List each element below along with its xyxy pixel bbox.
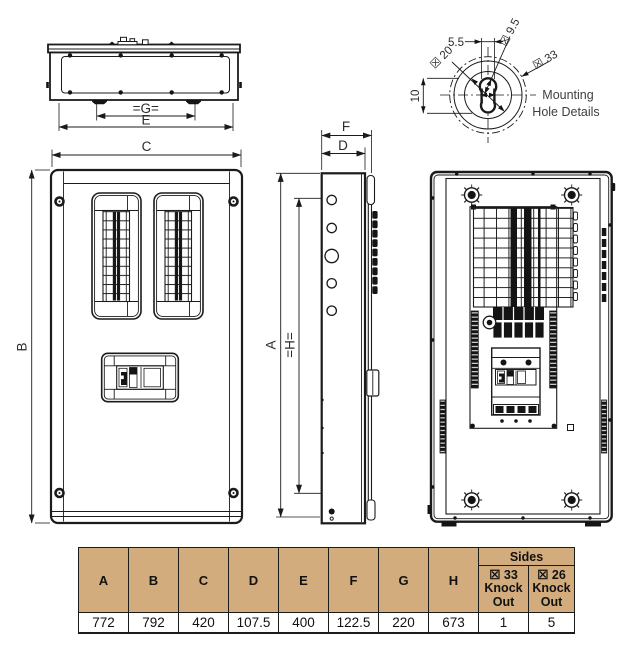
front-view-dimensions [28, 149, 242, 524]
knockout-26-header: ☒ 26 Knock Out [528, 565, 575, 613]
side-knockout-holes [324, 194, 340, 317]
front-view [49, 168, 244, 525]
busbar-lugs [482, 307, 545, 339]
circle-20 [464, 71, 512, 119]
side-view [320, 172, 380, 525]
value-knockout-33: 1 [478, 612, 529, 634]
dim-label-b: B [15, 342, 30, 351]
dim-label-e: E [141, 113, 150, 128]
dim-label-g: =G= [133, 101, 159, 116]
value-b: 792 [128, 612, 179, 634]
dimension-table: A B C D E F G H Sides ☒ 33 Knock Out ☒ 2… [78, 547, 575, 634]
col-header-b: B [128, 547, 179, 613]
breaker-window-left [91, 192, 142, 320]
top-view-bumps [46, 36, 242, 88]
breaker-window-right [153, 192, 204, 320]
dim-label-h: =H= [283, 332, 298, 358]
side-louvers [372, 211, 378, 294]
dim-label-f: F [342, 119, 350, 134]
sides-header: Sides [478, 547, 575, 566]
din-rail-left [439, 399, 446, 454]
mounting-caption-line2: Hole Details [532, 105, 599, 119]
value-e: 400 [278, 612, 329, 634]
col-header-f: F [328, 547, 379, 613]
col-header-e: E [278, 547, 329, 613]
col-header-c: C [178, 547, 229, 613]
mounting-hole-top-left [460, 183, 483, 207]
terminal-strip-right [549, 310, 558, 389]
knockout-33-header: ☒ 33 Knock Out [478, 565, 529, 613]
branch-breaker-array [472, 206, 578, 308]
value-c: 420 [178, 612, 229, 634]
dim-label-c: C [142, 139, 152, 154]
mounting-hole-detail [421, 36, 549, 143]
dim-label-d: D [338, 138, 348, 153]
terminal-strip-left [470, 310, 479, 389]
side-view-dimensions [276, 130, 372, 518]
dim-label-5-5: 5.5 [448, 37, 464, 49]
top-view-screws [67, 53, 224, 95]
top-view-dimensions [58, 103, 234, 131]
top-view [46, 36, 242, 105]
front-view-screws [54, 196, 239, 499]
value-g: 220 [378, 612, 429, 634]
dim-label-10: 10 [410, 90, 422, 103]
mounting-caption-line1: Mounting [542, 88, 593, 102]
knockout-circle-33 [449, 56, 527, 134]
dim-label-9-5: ☒ 9.5 [498, 17, 522, 49]
mounting-hole-bottom-right [560, 488, 583, 512]
mounting-hole-top-right [560, 183, 583, 207]
col-header-d: D [228, 547, 279, 613]
col-header-a: A [78, 547, 129, 613]
internal-view [427, 170, 616, 527]
internal-edge-screws [431, 172, 612, 520]
col-header-g: G [378, 547, 429, 613]
dim-label-33: ☒ 33 [531, 49, 560, 73]
value-f: 122.5 [328, 612, 379, 634]
value-a: 772 [78, 612, 129, 634]
value-knockout-26: 5 [528, 612, 575, 634]
din-rail-right [601, 399, 608, 454]
top-view-feet [92, 100, 201, 105]
dim-label-a: A [264, 340, 279, 349]
mounting-hole-bottom-left [460, 488, 483, 512]
main-breaker-window [100, 352, 180, 403]
main-breaker [491, 347, 541, 423]
value-h: 673 [428, 612, 479, 634]
drawing-canvas: =G= E [15, 17, 616, 527]
value-d: 107.5 [228, 612, 279, 634]
col-header-h: H [428, 547, 479, 613]
hinge-bumps-right [601, 228, 607, 302]
